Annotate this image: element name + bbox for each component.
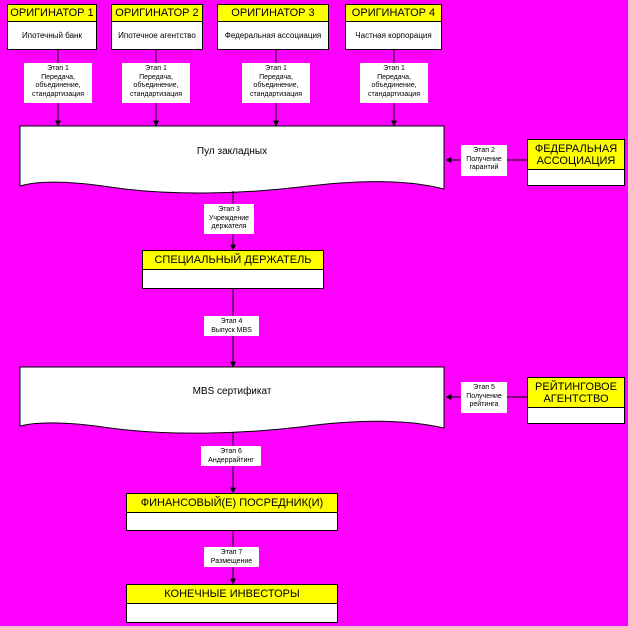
- mortgage-pool-shape: [19, 125, 445, 194]
- final-investors-box: КОНЕЧНЫЕ ИНВЕСТОРЫ: [126, 584, 338, 623]
- originator-4-box: ОРИГИНАТОР 4 Частная корпорация: [345, 4, 442, 50]
- originator-2-box: ОРИГИНАТОР 2 Ипотечное агентство: [111, 4, 203, 50]
- originator-2-subtitle: Ипотечное агентство: [118, 31, 196, 40]
- originator-1-subtitle: Ипотечный банк: [22, 31, 82, 40]
- originator-3-subtitle: Федеральная ассоциация: [224, 31, 322, 40]
- originator-4-title: ОРИГИНАТОР 4: [346, 5, 441, 22]
- mbs-certificate-label: MBS сертификат: [192, 386, 272, 397]
- special-holder-title: СПЕЦИАЛЬНЫЙ ДЕРЖАТЕЛЬ: [143, 251, 323, 270]
- originator-3-box: ОРИГИНАТОР 3 Федеральная ассоциация: [217, 4, 329, 50]
- originator-1-title: ОРИГИНАТОР 1: [8, 5, 96, 22]
- mbs-certificate-shape: [19, 366, 445, 434]
- originator-1-box: ОРИГИНАТОР 1 Ипотечный банк: [7, 4, 97, 50]
- originator-4-subtitle: Частная корпорация: [355, 31, 432, 40]
- special-holder-box: СПЕЦИАЛЬНЫЙ ДЕРЖАТЕЛЬ: [142, 250, 324, 289]
- financial-intermediary-title: ФИНАНСОВЫЙ(Е) ПОСРЕДНИК(И): [127, 494, 337, 513]
- final-investors-title: КОНЕЧНЫЕ ИНВЕСТОРЫ: [127, 585, 337, 604]
- originator-2-title: ОРИГИНАТОР 2: [112, 5, 202, 22]
- financial-intermediary-box: ФИНАНСОВЫЙ(Е) ПОСРЕДНИК(И): [126, 493, 338, 531]
- originator-3-title: ОРИГИНАТОР 3: [218, 5, 328, 22]
- mortgage-pool-label: Пул закладных: [196, 146, 268, 157]
